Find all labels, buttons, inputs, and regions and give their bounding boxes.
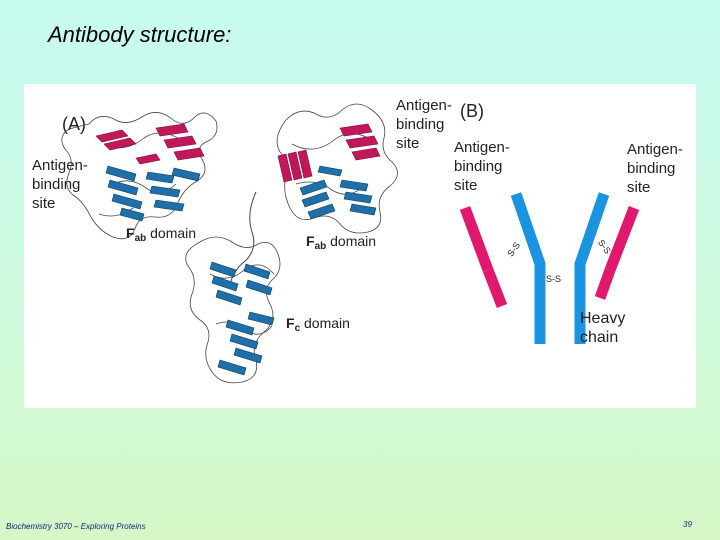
antibody-diagram: (A) Antigen- binding site Antigen- bindi… [32, 97, 687, 384]
fab-right-structure [276, 103, 398, 234]
footer-course-title: Biochemistry 3070 – Exploring Proteins [6, 522, 146, 531]
disulfide-hinge: S-S [546, 274, 561, 284]
fc-structure [185, 236, 281, 384]
fab-right-heavy-chain [299, 165, 377, 220]
fc-label: Fc domain [286, 315, 350, 334]
page-number: 39 [683, 520, 692, 529]
heavy-chain-right [574, 192, 610, 344]
fab-right-label: Fab domain [306, 233, 376, 252]
fab-left-label: Fab domain [126, 225, 196, 244]
panel-b: (B) Antigen- binding site Antigen- bindi… [454, 101, 687, 346]
heavy-chains [510, 192, 610, 344]
heavy-chain-label: Heavy chain [580, 310, 630, 346]
panel-b-right-site-label: Antigen- binding site [627, 141, 687, 196]
fab-right-light-chain [277, 123, 381, 183]
fc-heavy-chain [209, 261, 275, 376]
panel-b-label: (B) [460, 101, 484, 121]
light-chain-left-constant [482, 268, 508, 308]
panel-a: (A) Antigen- binding site Antigen- bindi… [32, 97, 456, 384]
antibody-figure: (A) Antigen- binding site Antigen- bindi… [24, 84, 696, 408]
panel-b-left-site-label: Antigen- binding site [454, 139, 514, 194]
panel-a-label: (A) [62, 114, 86, 134]
heavy-chain-left [510, 192, 546, 344]
panel-a-top-antigen-site-label: Antigen- binding site [396, 97, 456, 152]
light-chains [459, 206, 640, 308]
light-chain-right-constant [594, 268, 616, 300]
fab-left-heavy-chain [105, 165, 201, 222]
slide-title: Antibody structure: [48, 22, 232, 47]
light-chain-left-variable [459, 206, 494, 272]
light-chain-right-variable [604, 206, 640, 272]
fab-left-light-chain [95, 123, 205, 165]
disulfide-right: S-S [596, 238, 613, 256]
disulfide-left: S-S [505, 240, 522, 258]
